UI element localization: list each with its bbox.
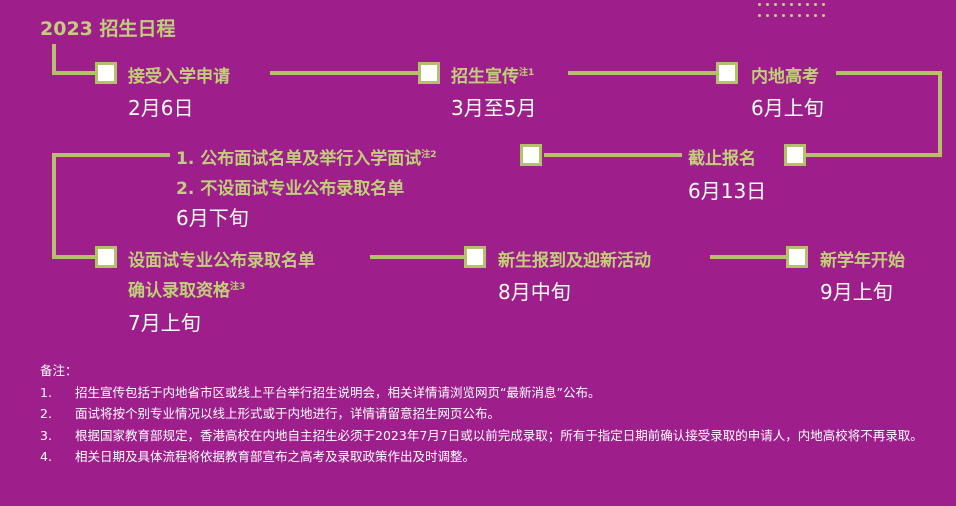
connector-line	[270, 71, 418, 75]
connector-line	[544, 153, 682, 157]
connector-line	[52, 153, 170, 157]
step-date: 2月6日	[128, 96, 194, 120]
note-number: 2.	[40, 406, 52, 421]
connector-line	[52, 71, 96, 75]
note-number: 4.	[40, 449, 52, 464]
footnote-mark: 注2	[421, 150, 437, 160]
note-text: 相关日期及具体流程将依据教育部宣布之高考及录取政策作出及时调整。	[75, 449, 476, 464]
step-checkbox	[520, 144, 542, 166]
decorative-dots	[758, 3, 838, 17]
note-number: 1.	[40, 384, 52, 400]
connector-line	[370, 255, 464, 259]
connector-line	[52, 153, 56, 259]
connector-line	[710, 255, 786, 259]
step-date: 6月上旬	[751, 96, 824, 120]
step-label: 设面试专业公布录取名单	[128, 251, 315, 271]
step-date: 7月上旬	[128, 311, 201, 335]
step-label: 1. 公布面试名单及举行入学面试注2	[176, 149, 437, 169]
step-label-secondary: 2. 不设面试专业公布录取名单	[176, 179, 405, 199]
step-label: 接受入学申请	[128, 67, 230, 87]
step-label: 新学年开始	[820, 251, 905, 271]
note-item: 2. 面试将按个别专业情况以线上形式或于内地进行，详情请留意招生网页公布。	[40, 403, 946, 425]
connector-line	[938, 71, 942, 157]
footnote-mark: 注3	[230, 282, 246, 292]
step-checkbox	[418, 62, 440, 84]
note-text: 面试将按个别专业情况以线上形式或于内地进行，详情请留意招生网页公布。	[75, 406, 501, 421]
connector-line	[806, 153, 942, 157]
step-checkbox	[95, 246, 117, 268]
step-date: 8月中旬	[498, 280, 571, 304]
step-date: 6月13日	[688, 179, 767, 203]
notes-heading: 备注：	[40, 363, 78, 378]
connector-line	[568, 71, 716, 75]
step-label: 截止报名	[688, 149, 756, 169]
footnote-mark: 注1	[519, 68, 535, 78]
connector-line	[52, 44, 56, 75]
notes-section: 备注： 1. 招生宣传包括于内地省市区或线上平台举行招生说明会，相关详情请浏览网…	[40, 360, 946, 468]
note-text: 招生宣传包括于内地省市区或线上平台举行招生说明会，相关详情请浏览网页“最新消息”…	[75, 384, 601, 400]
step-label-secondary: 确认录取资格注3	[128, 281, 246, 301]
step-checkbox	[95, 62, 117, 84]
note-text: 根据国家教育部规定，香港高校在内地自主招生必须于2023年7月7日或以前完成录取…	[75, 427, 923, 443]
step-date: 3月至5月	[451, 96, 537, 120]
page-title: 2023 招生日程	[40, 18, 176, 40]
connector-line	[52, 255, 96, 259]
step-label: 新生报到及迎新活动	[498, 251, 651, 271]
step-checkbox	[784, 144, 806, 166]
note-item: 1. 招生宣传包括于内地省市区或线上平台举行招生说明会，相关详情请浏览网页“最新…	[40, 382, 946, 404]
step-checkbox	[786, 246, 808, 268]
connector-line	[836, 71, 942, 75]
step-label: 内地高考	[751, 67, 819, 87]
step-date: 9月上旬	[820, 280, 893, 304]
step-checkbox	[716, 62, 738, 84]
note-number: 3.	[40, 427, 52, 443]
note-item: 3. 根据国家教育部规定，香港高校在内地自主招生必须于2023年7月7日或以前完…	[40, 425, 946, 447]
note-item: 4. 相关日期及具体流程将依据教育部宣布之高考及录取政策作出及时调整。	[40, 446, 946, 468]
step-checkbox	[464, 246, 486, 268]
step-label: 招生宣传注1	[451, 67, 535, 87]
step-date: 6月下旬	[176, 206, 249, 230]
